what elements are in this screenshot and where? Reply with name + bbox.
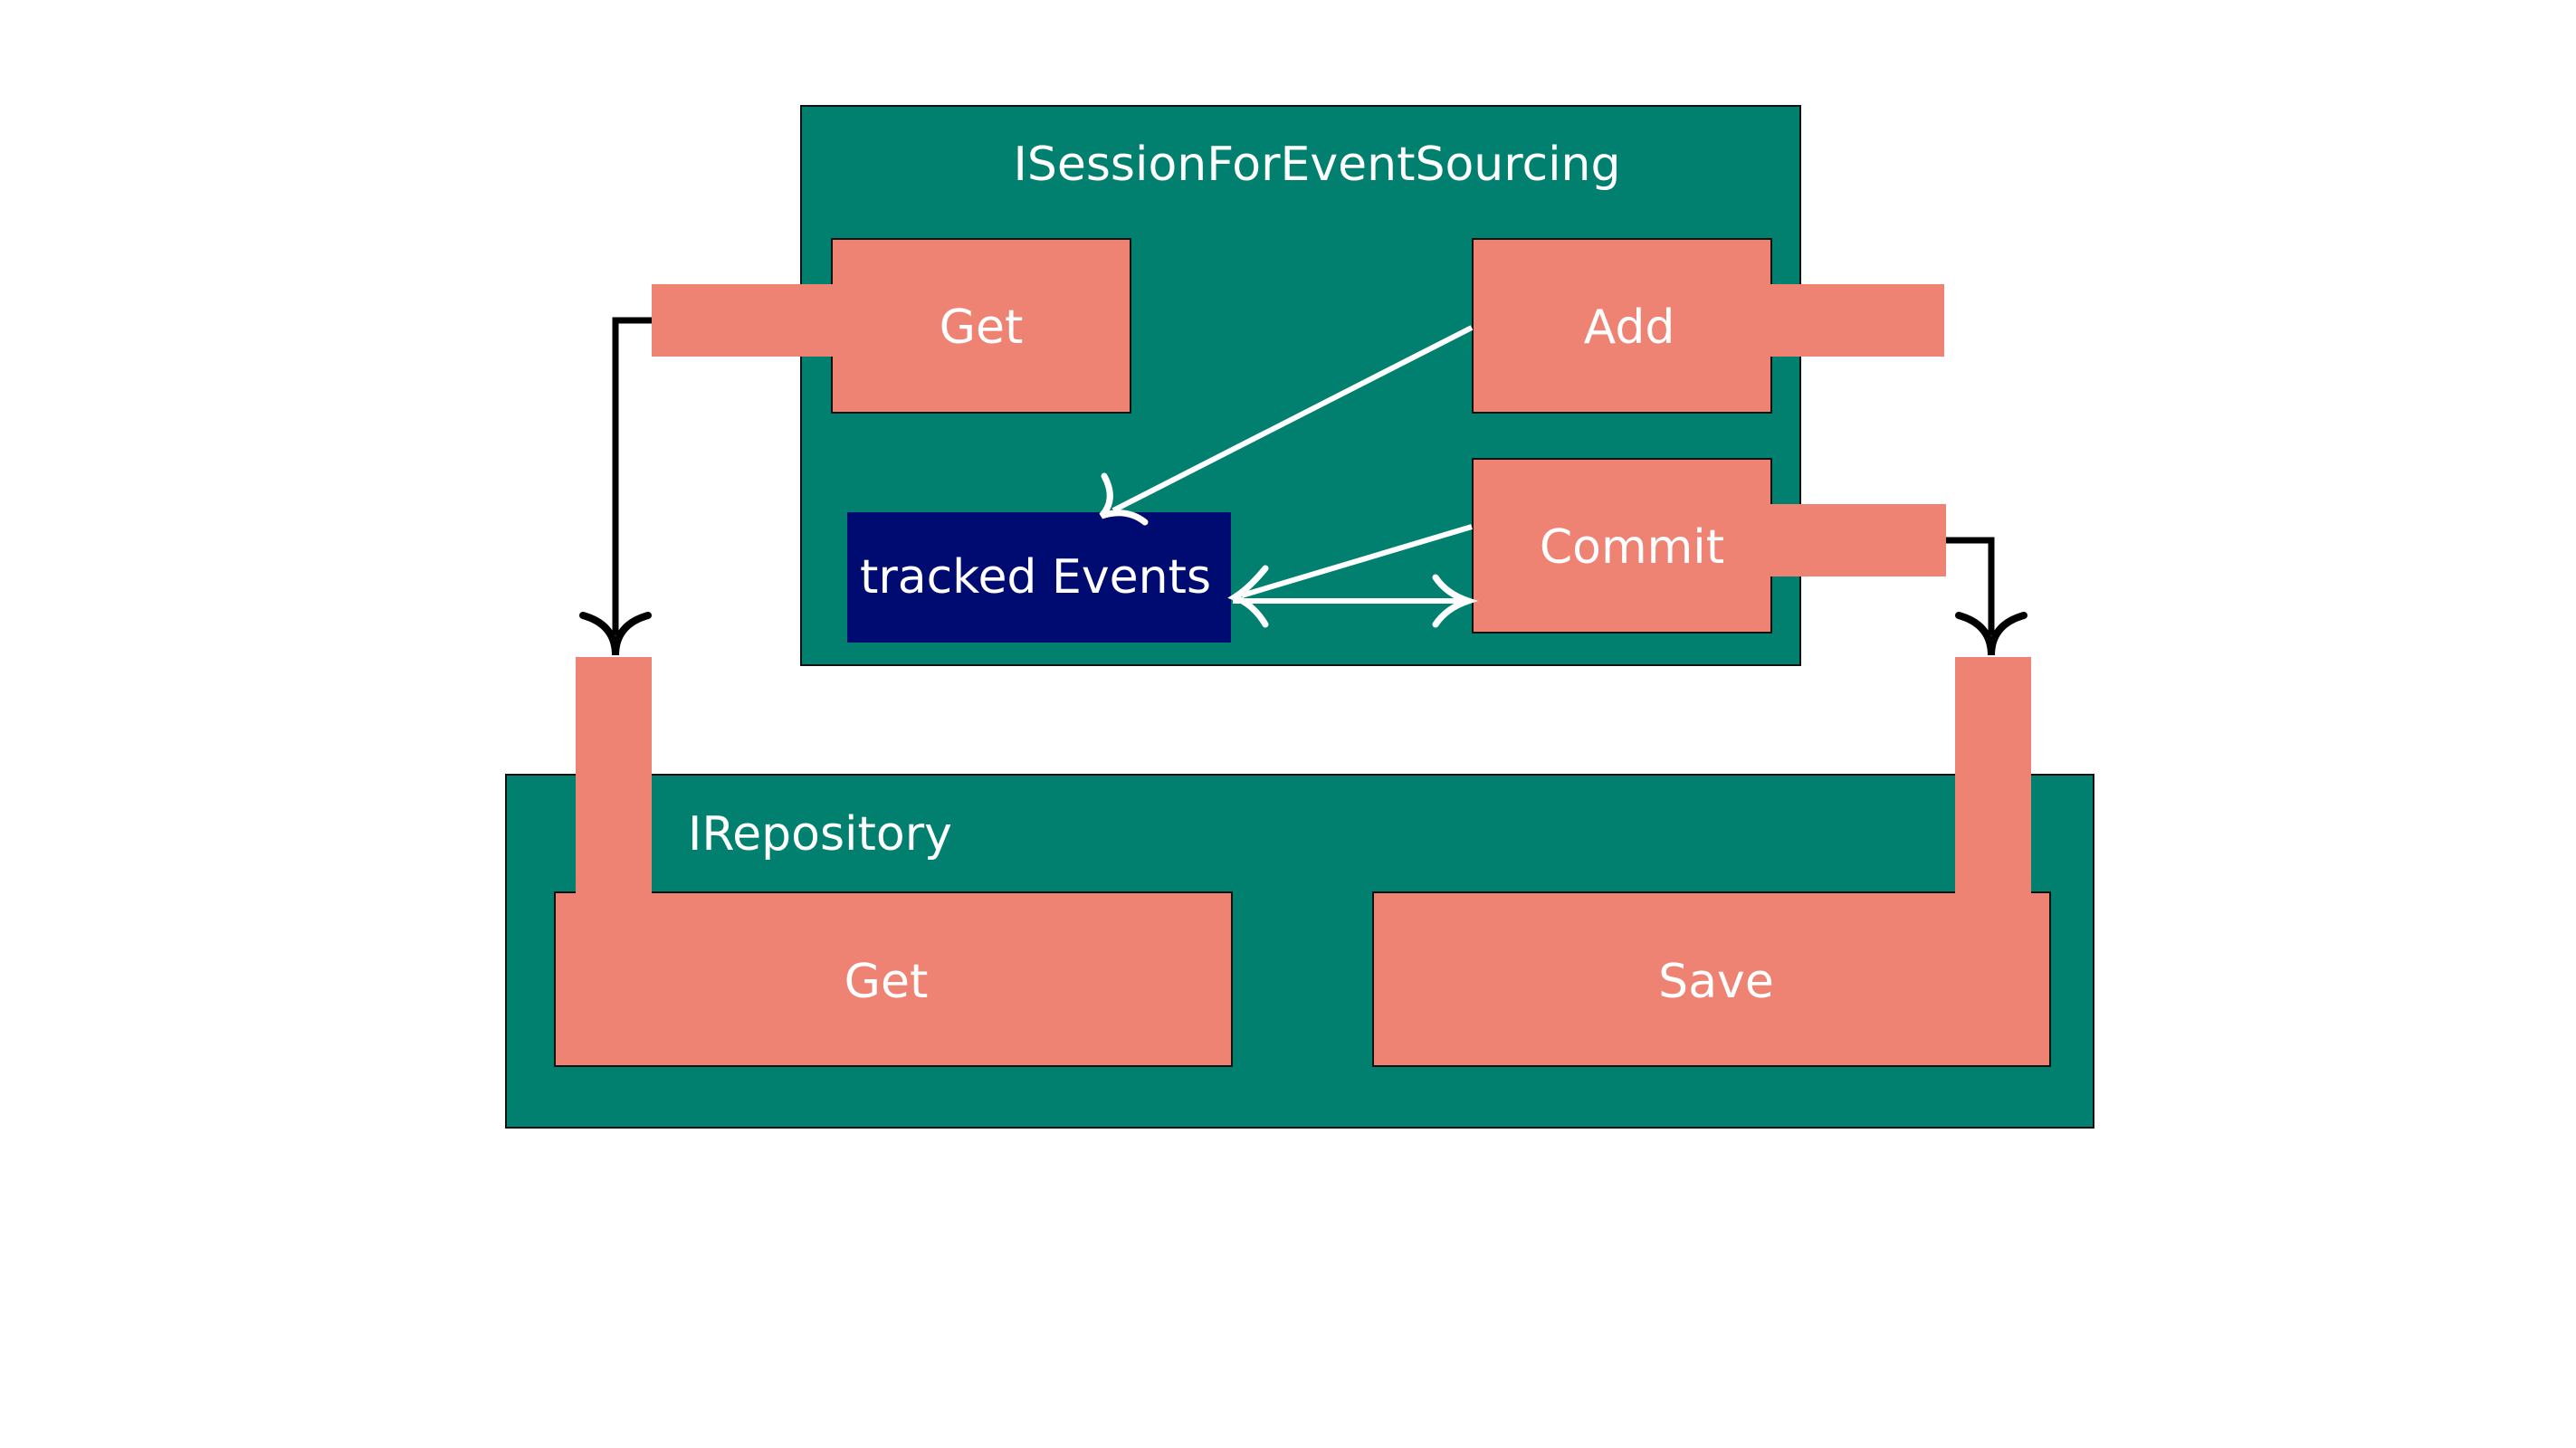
get-flow-arrow — [612, 317, 652, 635]
tracked-events-store — [847, 512, 1231, 643]
repository-get-method — [554, 891, 1233, 1067]
repository-save-label: Save — [1658, 955, 1774, 1009]
session-commit-connector — [1770, 504, 1946, 576]
session-get-label: Get — [939, 300, 1024, 355]
commit-flow-arrowhead-icon — [1955, 612, 2027, 656]
session-get-connector — [652, 284, 833, 357]
session-title: ISessionForEventSourcing — [1013, 138, 1621, 192]
repository-title: IRepository — [688, 807, 952, 862]
session-get-method — [831, 238, 1131, 414]
get-flow-arrowhead-icon — [579, 612, 652, 656]
repository-get-label: Get — [844, 955, 929, 1009]
session-add-label: Add — [1583, 300, 1675, 355]
session-commit-label: Commit — [1539, 520, 1725, 575]
session-add-method — [1472, 238, 1772, 414]
repository-get-connector — [576, 657, 652, 894]
commit-flow-arrow — [1946, 537, 1995, 635]
repository-save-method — [1372, 891, 2051, 1067]
tracked-events-label: tracked Events — [859, 550, 1212, 605]
session-add-connector — [1770, 284, 1944, 357]
session-commit-method — [1472, 458, 1772, 634]
repository-save-connector — [1955, 657, 2031, 894]
